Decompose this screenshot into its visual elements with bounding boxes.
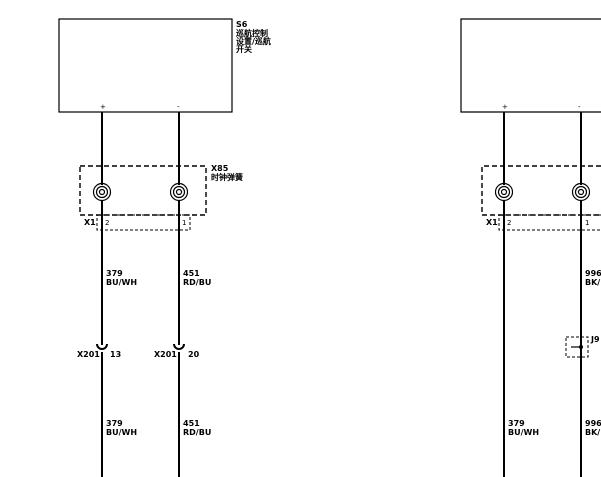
right-clockspring-pin-1: 1	[585, 219, 589, 227]
left-switch-name-line3: 开关	[236, 44, 252, 54]
left-clockspring-pin-1: 1	[182, 219, 186, 227]
left-wire-a-lower-color: BU/WH	[106, 428, 137, 437]
left-wire-a-upper-color: BU/WH	[106, 278, 137, 287]
left-clockspring-connector-x1	[96, 214, 191, 231]
right-splice-id: J9	[590, 335, 600, 344]
right-wire-b-upper-circuit: 996	[585, 269, 601, 278]
left-switch-pin-plus: +	[100, 103, 106, 111]
left-inline-a-connector: X201	[77, 350, 100, 359]
right-switch-pin-minus: -	[578, 103, 581, 111]
left-switch-id: S6	[236, 20, 248, 29]
left-clockspring-spiral-a	[92, 182, 112, 202]
left-inline-connector-b	[173, 343, 185, 350]
right-clockspring-pin-2: 2	[507, 219, 511, 227]
right-wire-b-lower-color: BK/	[585, 428, 600, 437]
left-clockspring-pin-2: 2	[105, 219, 109, 227]
left-switch-component	[58, 18, 233, 113]
left-wire-b-lower-circuit: 451	[183, 419, 200, 428]
left-wire-a-upper-circuit: 379	[106, 269, 123, 278]
left-inline-a-pin: 13	[110, 350, 121, 359]
right-splice-box	[565, 336, 589, 358]
left-circuit: S6 巡航控制 设置/巡航 开关 + - X85 时钟弹簧 X1 2 1	[58, 18, 271, 477]
right-circuit: + - X1 2 1 996 BK/ J9 379	[460, 18, 601, 477]
right-switch-pin-plus: +	[502, 103, 508, 111]
right-clockspring-spiral-b	[571, 182, 591, 202]
left-clockspring-connector-label: X1	[84, 218, 96, 227]
right-clockspring-connector-label: X1	[486, 218, 498, 227]
right-wire-a-lower-circuit: 379	[508, 419, 525, 428]
left-inline-b-pin: 20	[188, 350, 200, 359]
right-splice-dot	[579, 345, 583, 349]
left-wire-b-lower-color: RD/BU	[183, 428, 211, 437]
right-clockspring-spiral-a	[494, 182, 514, 202]
left-clockspring-id: X85	[211, 164, 229, 173]
right-wire-b-lower-circuit: 996	[585, 419, 601, 428]
left-wire-a-lower-circuit: 379	[106, 419, 123, 428]
right-clockspring-housing	[481, 165, 601, 216]
right-wire-a-lower-color: BU/WH	[508, 428, 539, 437]
left-inline-b-connector: X201	[154, 350, 177, 359]
left-wire-b-upper-circuit: 451	[183, 269, 200, 278]
left-clockspring-name: 时钟弹簧	[211, 172, 243, 182]
right-switch-component	[460, 18, 601, 113]
right-wire-b-upper-color: BK/	[585, 278, 600, 287]
right-clockspring-connector-x1	[498, 214, 601, 231]
left-inline-connector-a	[96, 343, 108, 350]
left-switch-name-line1: 巡航控制	[236, 28, 268, 38]
left-switch-name-line2: 设置/巡航	[236, 36, 271, 46]
left-clockspring-spiral-b	[169, 182, 189, 202]
left-switch-pin-minus: -	[177, 103, 180, 111]
left-wire-b-upper-color: RD/BU	[183, 278, 211, 287]
